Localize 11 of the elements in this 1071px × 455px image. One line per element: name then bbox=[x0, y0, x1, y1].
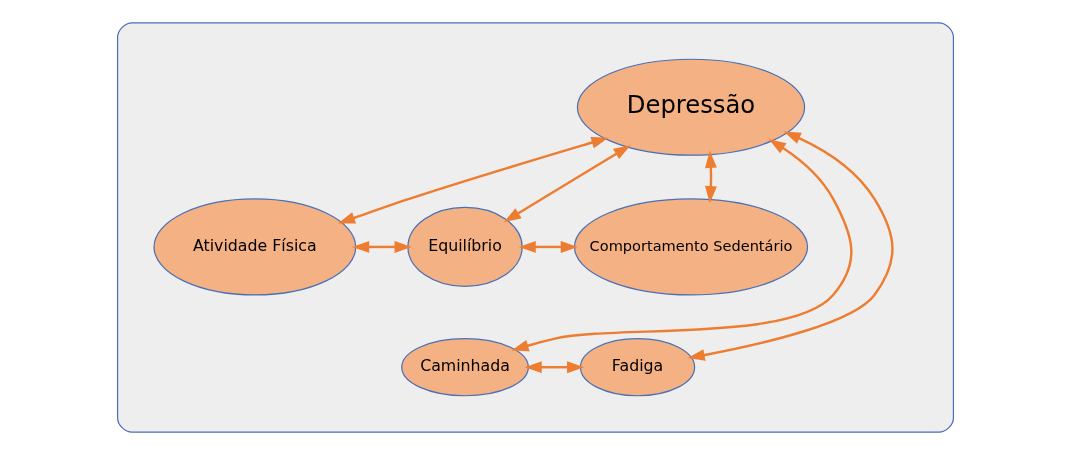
arrow bbox=[524, 361, 585, 374]
cluster bbox=[116, 22, 955, 433]
arrow bbox=[338, 136, 609, 224]
node-ellipse: Fadiga bbox=[579, 338, 696, 397]
arrow bbox=[511, 139, 853, 352]
arrow bbox=[687, 131, 894, 361]
arrow bbox=[503, 145, 631, 223]
node-ellipse: Comportamento Sedentário bbox=[573, 198, 809, 296]
arrow bbox=[518, 240, 578, 253]
arrow bbox=[352, 240, 412, 253]
arrow bbox=[704, 150, 717, 204]
